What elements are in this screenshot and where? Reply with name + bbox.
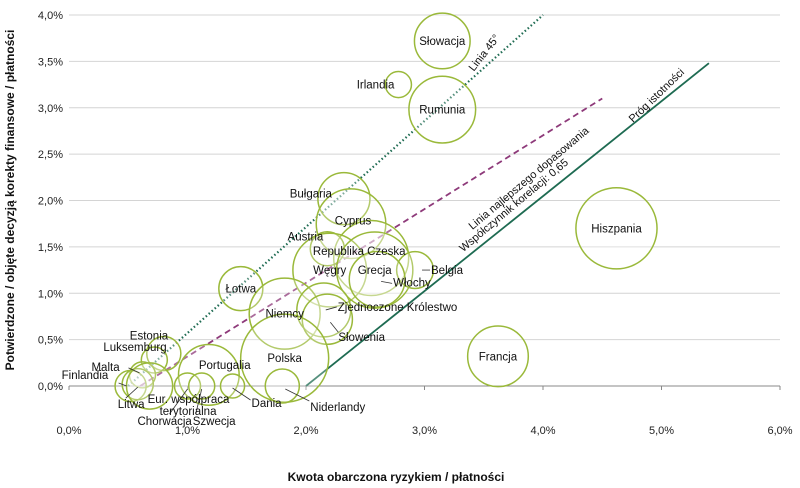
leader-szwecja <box>195 388 203 415</box>
bubble-bulgaria <box>317 171 371 226</box>
grid-lines <box>69 14 780 341</box>
bubble-label-slowacja: Słowacja <box>419 36 466 48</box>
bubble-label-slowenia: Słowenia <box>338 332 385 344</box>
bubble-label-polska: Polska <box>267 353 302 365</box>
reference-lines <box>127 14 710 387</box>
bubble-label-litwa: Litwa <box>118 399 145 411</box>
y-tick-label: 0,5% <box>38 335 63 347</box>
bubble-label-zjednoczone-krolestwo: Zjednoczone Królestwo <box>338 302 458 314</box>
leader-dania <box>232 387 251 401</box>
bubble-niderlandy <box>264 368 301 404</box>
bubble-rumunia <box>408 75 477 144</box>
bubble-irlandia <box>384 70 413 99</box>
y-tick-label: 3,5% <box>38 56 63 68</box>
bubble-label-malta: Malta <box>91 362 120 374</box>
bubble-francja <box>466 325 530 388</box>
bubble-belgia <box>395 250 435 290</box>
bubble-label-bulgaria: Bułgaria <box>290 189 333 201</box>
bubble-label-belgia: Belgia <box>431 265 464 277</box>
bubbles <box>114 12 658 410</box>
bubble-chorwacja <box>173 372 202 400</box>
leader-finlandia <box>118 382 127 387</box>
bubble-label-estonia: Estonia <box>130 331 169 343</box>
bubble-szwecja <box>187 372 216 400</box>
reference-line-linia-45 <box>127 14 544 387</box>
bubble-label-lotwa: Łotwa <box>225 284 256 296</box>
y-tick-label: 2,5% <box>38 149 63 161</box>
tick-labels: 0,0% 0,5% 1,0% 1,5% 2,0% 2,5% 3,0% 3,5% 4,0% 0,0%… <box>38 10 793 437</box>
bubble-label-chorwacja: Chorwacja <box>138 416 193 428</box>
bubble-label-finlandia: Finlandia <box>62 370 109 382</box>
y-axis-title: Potwierdzone / objęte decyzją korekty fi… <box>3 30 17 371</box>
x-tick-label: 1,0% <box>175 425 200 437</box>
bubble-slowenia <box>301 293 354 346</box>
bubble-label-wlochy: Włochy <box>393 277 431 289</box>
bubble-label-irlandia: Irlandia <box>357 80 395 92</box>
bubble-label-portugalia: Portugalia <box>199 360 251 372</box>
bubble-label-republika-czeska: Republika Czeska <box>313 246 406 258</box>
y-tick-label: 4,0% <box>38 10 63 22</box>
y-tick-label: 3,0% <box>38 103 63 115</box>
annotation-significance-threshold: Próg istotności <box>627 66 687 125</box>
bubble-label-niderlandy: Niderlandy <box>310 402 365 414</box>
leader-malta <box>128 367 140 374</box>
x-tick-label: 3,0% <box>412 425 437 437</box>
x-tick-label: 4,0% <box>530 425 555 437</box>
reference-line-prog-istotnosci <box>305 62 710 387</box>
bubble-grecja <box>335 231 414 309</box>
y-tick-label: 1,0% <box>38 288 63 300</box>
leader-slowenia <box>330 321 339 333</box>
bubble-label-luksemburg: Luksemburg <box>103 342 166 354</box>
leader-wlochy <box>381 280 393 284</box>
bubble-estonia <box>146 335 182 372</box>
bubble-austria <box>309 230 346 267</box>
bubble-label-cyprus: Cyprus <box>335 216 372 228</box>
bubble-label-francja: Francja <box>479 351 518 363</box>
bubble-label-niemcy: Niemcy <box>265 309 304 321</box>
annotation-line-45: Linia 45° <box>467 33 503 74</box>
y-tick-label: 2,0% <box>38 196 63 208</box>
bubble-wlochy <box>348 250 406 308</box>
annotation-correlation-coefficient: Współczynnik korelacji: 0,65 <box>457 157 571 255</box>
x-tick-label: 0,0% <box>56 425 81 437</box>
bubble-wegry <box>292 232 368 308</box>
x-tick-label: 2,0% <box>293 425 318 437</box>
bubble-label-wegry: Węgry <box>313 265 346 277</box>
bubble-label-dania: Dania <box>252 398 283 410</box>
leader-litwa <box>125 386 139 399</box>
bubble-label-austria: Austria <box>288 232 324 244</box>
bubble-labels: SłowacjaIrlandiaRumuniaBułgariaCyprusRep… <box>62 36 643 428</box>
x-tick-label: 6,0% <box>767 425 792 437</box>
y-tick-label: 0,0% <box>38 381 63 393</box>
bubble-hiszpania <box>575 187 658 270</box>
leader-zjednoczone-krolestwo <box>325 306 337 311</box>
x-axis-title: Kwota obarczona ryzykiem / płatności <box>288 470 505 484</box>
bubble-label-grecja: Grecja <box>358 265 392 277</box>
annotation-best-fit-line: Linia najlepszego dopasowania <box>467 124 593 232</box>
bubble-label-hiszpania: Hiszpania <box>591 223 642 235</box>
leader-niderlandy <box>285 388 310 402</box>
reference-line-linia-najlepszego-dopasowania <box>139 97 603 387</box>
y-tick-label: 1,5% <box>38 242 63 254</box>
leader-lines <box>118 269 431 415</box>
leader-chorwacja <box>169 388 188 415</box>
x-tick-label: 5,0% <box>649 425 674 437</box>
bubble-label-rumunia: Rumunia <box>419 105 466 117</box>
bubble-label-szwecja: Szwecja <box>193 416 236 428</box>
bubble-slowacja <box>413 12 471 70</box>
